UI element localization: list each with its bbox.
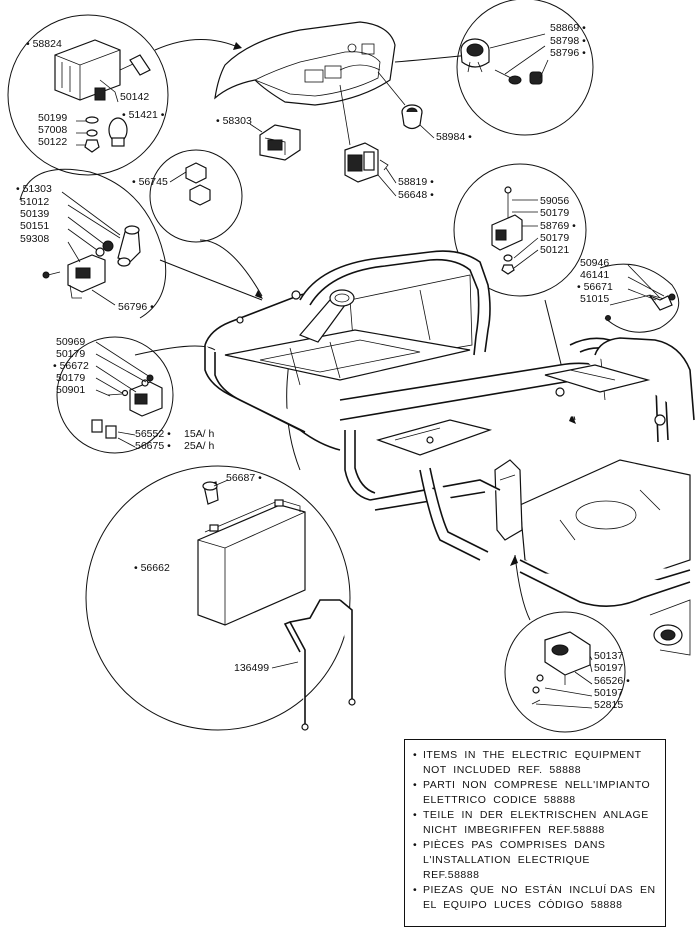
note-text: ELETTRICO CODICE 58888 — [423, 794, 576, 806]
part-label: • 56672 — [53, 360, 89, 372]
hour-meter — [249, 123, 301, 161]
power-socket — [377, 71, 435, 139]
sensor-assembly — [605, 264, 676, 321]
part-label: 50901 — [56, 384, 85, 396]
part-label: • 56671 — [577, 281, 613, 293]
callout-seat-switch — [504, 611, 626, 733]
note-text: EL EQUIPO LUCES CÓDIGO 58888 — [423, 899, 623, 911]
callout-ignition-switch — [456, 0, 594, 136]
note-text: NICHT IMBEGRIFFEN REF.58888 — [423, 824, 605, 836]
part-label: 136499 — [234, 662, 269, 674]
note-item: • PARTI NON COMPRESE NELL'IMPIANTO ELETTRI… — [413, 778, 657, 808]
part-label: 15A/ h — [184, 428, 215, 440]
note-text: REF.58888 — [423, 869, 480, 881]
part-label: 50197 — [594, 687, 623, 699]
fuse-holder-assembly — [91, 341, 163, 448]
part-label: 56687 • — [226, 472, 262, 484]
note-bullet: • — [413, 749, 418, 761]
part-label: 50199 — [38, 112, 67, 124]
ignition-switch — [460, 33, 549, 85]
part-label: 56675 • — [135, 440, 171, 452]
note-text: ITEMS IN THE ELECTRIC EQUIPMENT — [423, 749, 642, 761]
callout-battery — [85, 465, 351, 731]
note-item: • PIEZAS QUE NO ESTÁN INCLUÍ DAS EN EL EQU… — [413, 883, 657, 913]
note-bullet: • — [413, 779, 418, 791]
callout-fuse-holder — [56, 336, 174, 454]
callout-circles — [7, 0, 680, 733]
part-label: 50121 — [540, 244, 569, 256]
part-label: 50969 — [56, 336, 85, 348]
dashboard-console — [214, 21, 396, 106]
callout-left-switch — [19, 168, 167, 319]
part-label: 50179 — [56, 372, 85, 384]
part-label: 56648 • — [398, 189, 434, 201]
part-label: 50137 — [594, 650, 623, 662]
part-label: 25A/ h — [184, 440, 215, 452]
part-label: 59056 — [540, 195, 569, 207]
part-label: 50151 — [20, 220, 49, 232]
note-text: PARTI NON COMPRESE NELL'IMPIANTO — [423, 779, 651, 791]
part-label: 58869 • — [550, 22, 586, 34]
part-label: • 58303 — [216, 115, 252, 127]
relays — [169, 162, 211, 206]
battery — [197, 479, 306, 626]
part-label: 46141 — [580, 269, 609, 281]
part-label: 56552 • — [135, 428, 171, 440]
note-item: • TEILE IN DER ELEKTRISCHEN ANLAGE NICHT I… — [413, 808, 657, 838]
note-item: • ITEMS IN THE ELECTRIC EQUIPMENT NOT INCL… — [413, 748, 657, 778]
battery-strap — [271, 599, 356, 731]
headlight-assembly — [54, 39, 151, 153]
part-label: 59308 — [20, 233, 49, 245]
part-label: 58798 • — [550, 35, 586, 47]
note-text: TEILE IN DER ELEKTRISCHEN ANLAGE — [423, 809, 649, 821]
callout-rear-bracket — [453, 163, 587, 297]
part-label: 50197 — [594, 662, 623, 674]
note-text: NOT INCLUDED REF. 58888 — [423, 764, 582, 776]
part-label: 58984 • — [436, 131, 472, 143]
part-label: • 51421 • — [122, 109, 165, 121]
note-bullet: • — [413, 809, 418, 821]
part-label: 57008 — [38, 124, 67, 136]
part-label: 50179 — [56, 348, 85, 360]
part-label: 58769 • — [540, 220, 576, 232]
part-label: 56796 • — [118, 301, 154, 313]
part-label: 50946 — [580, 257, 609, 269]
part-label: 58819 • — [398, 176, 434, 188]
part-label: • 58824 — [26, 38, 62, 50]
part-label: 58796 • — [550, 47, 586, 59]
note-bullet: • — [413, 884, 418, 896]
notes-box: • ITEMS IN THE ELECTRIC EQUIPMENT NOT INCL… — [404, 739, 666, 927]
part-label: • 56662 — [134, 562, 170, 574]
tractor-frame — [204, 250, 695, 656]
rear-bracket-assembly — [491, 186, 539, 275]
part-label: 50139 — [20, 208, 49, 220]
note-text: PIEZAS QUE NO ESTÁN INCLUÍ DAS EN — [423, 884, 656, 896]
part-label: 52815 — [594, 699, 623, 711]
part-label: • 51303 — [16, 183, 52, 195]
note-item: • PIÈCES PAS COMPRISES DANS L'INSTALLATION… — [413, 838, 657, 883]
safety-switch-assembly — [42, 191, 141, 306]
part-label: 50179 — [540, 232, 569, 244]
note-text: L'INSTALLATION ELECTRIQUE — [423, 854, 590, 866]
callout-right-sensor — [599, 263, 680, 333]
callout-light-assembly — [7, 14, 169, 176]
note-text: PIÈCES PAS COMPRISES DANS — [423, 839, 606, 851]
part-label: 50142 — [120, 91, 149, 103]
note-bullet: • — [413, 839, 418, 851]
part-label: 50122 — [38, 136, 67, 148]
rocker-switch — [339, 84, 397, 197]
seat-switch — [531, 631, 593, 709]
part-label: 51015 — [580, 293, 609, 305]
callout-relays — [149, 149, 243, 243]
part-label: 51012 — [20, 196, 49, 208]
part-label: 50179 — [540, 207, 569, 219]
part-label: 56526 • — [594, 675, 630, 687]
part-label: • 56745 — [132, 176, 168, 188]
